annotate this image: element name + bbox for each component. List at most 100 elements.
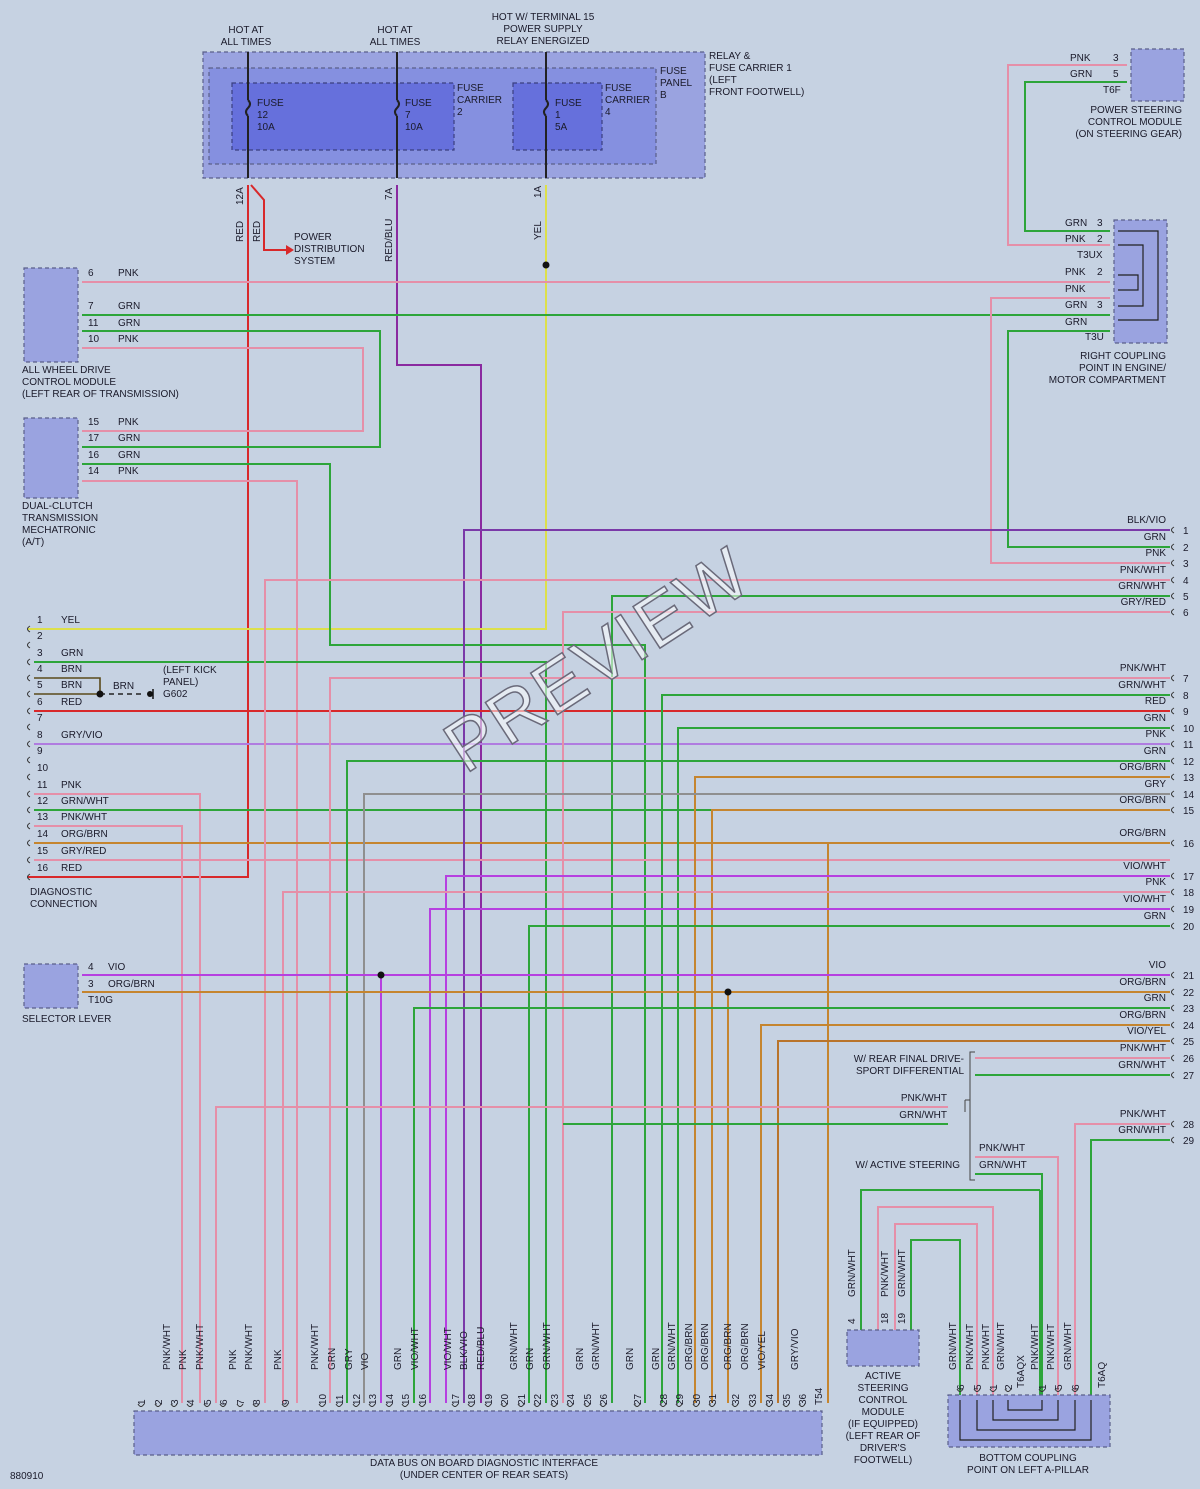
terminal-mark (1171, 674, 1175, 682)
bus-pin-color: GRN/WHT (542, 1322, 553, 1370)
svg-text:11: 11 (88, 318, 99, 329)
terminal-mark (782, 1403, 790, 1407)
terminal-mark (731, 1403, 739, 1407)
selector-lever-box (23, 963, 79, 1009)
right-pin-number: 14 (1183, 790, 1195, 801)
svg-text:PNK: PNK (118, 268, 139, 279)
diag-pin-color: ORG/BRN (61, 829, 108, 840)
terminal-mark (27, 740, 31, 748)
diag-pin-number: 3 (37, 648, 43, 659)
bcp-pin-labels: 6GRN/WHT5PNK/WHT1PNK/WHT2GRN/WHT1PNK/WHT… (948, 1322, 1108, 1392)
bus-pin-number: 9 (281, 1399, 292, 1405)
right-pin-color: PNK (1145, 548, 1166, 559)
dct-pins: 15 PNK 17 GRN 16 GRN 14 PNK (88, 417, 140, 477)
terminal-mark (1171, 922, 1175, 930)
terminal-mark (633, 1403, 641, 1407)
terminal-mark (335, 1403, 343, 1407)
right-pin-number: 3 (1183, 559, 1189, 570)
terminal-mark (1004, 1388, 1012, 1392)
terminal-mark (1171, 806, 1175, 814)
terminal-mark (1171, 905, 1175, 913)
svg-text:FUSE: FUSE (605, 83, 632, 94)
bus-connector-name: T54 (814, 1387, 825, 1405)
rcp-grn-to-pin2 (1007, 330, 1170, 548)
right-pin-color: VIO/WHT (1123, 894, 1166, 905)
diag-brn-wire (34, 677, 101, 695)
svg-text:2: 2 (1097, 234, 1103, 245)
dct-title: DUAL-CLUTCH TRANSMISSION MECHATRONIC (A/… (22, 501, 98, 548)
svg-text:TRANSMISSION: TRANSMISSION (22, 513, 98, 524)
terminal-mark (1171, 740, 1175, 748)
terminal-mark (1171, 839, 1175, 847)
terminal-mark (1171, 592, 1175, 600)
terminal-mark (1171, 888, 1175, 896)
right-pin-color: GRN/WHT (1118, 1060, 1166, 1071)
terminal-mark (659, 1403, 667, 1407)
bus-pin-color: ORG/BRN (684, 1323, 695, 1370)
right-pin8-wire (661, 694, 1170, 1403)
terminal-mark (219, 1403, 227, 1407)
right-pin15-wire (711, 809, 1170, 1403)
svg-text:ACTIVE: ACTIVE (865, 1371, 901, 1382)
terminal-mark (27, 641, 31, 649)
terminal-mark (203, 1403, 211, 1407)
svg-text:1: 1 (555, 110, 561, 121)
right-pin-color: GRN (1144, 713, 1166, 724)
psm-grn-wire (1024, 81, 1127, 232)
right-pin-color: ORG/BRN (1119, 795, 1166, 806)
power-dist-arrow (286, 245, 294, 255)
diag-pnk11-wire (34, 793, 201, 1403)
diag-pin-color: RED (61, 697, 82, 708)
bcp-pin-number: 5 (973, 1384, 984, 1390)
right-pin-color: ORG/BRN (1119, 977, 1166, 988)
terminal-mark (1171, 1136, 1175, 1144)
svg-text:T10G: T10G (88, 995, 113, 1006)
terminal-mark (1171, 872, 1175, 880)
svg-text:DUAL-CLUTCH: DUAL-CLUTCH (22, 501, 93, 512)
svg-text:(LEFT KICK: (LEFT KICK (163, 665, 217, 676)
right-pin5-wire (611, 595, 1170, 1403)
right-coupling-internal (1118, 230, 1159, 321)
diag-pin-number: 12 (37, 796, 49, 807)
svg-text:GRN: GRN (118, 301, 140, 312)
diag-pin-number: 16 (37, 863, 49, 874)
terminal-mark (484, 1403, 492, 1407)
terminal-mark (27, 625, 31, 633)
right-pin-color: PNK (1145, 877, 1166, 888)
terminal-mark (467, 1403, 475, 1407)
bcp-pin-number: 1 (1038, 1384, 1049, 1390)
diag-pin-color: BRN (61, 664, 82, 675)
right-pin-color: GRY/RED (1121, 597, 1166, 608)
terminal-mark (27, 873, 31, 881)
svg-text:2: 2 (457, 107, 463, 118)
svg-text:GRN: GRN (1065, 317, 1087, 328)
svg-text:RELAY ENERGIZED: RELAY ENERGIZED (497, 36, 590, 47)
svg-text:5: 5 (1113, 69, 1119, 80)
data-bus-box (133, 1410, 823, 1456)
right-pin-number: 21 (1183, 971, 1195, 982)
svg-text:T3U: T3U (1085, 332, 1104, 343)
terminal-mark (675, 1403, 683, 1407)
svg-text:GRN: GRN (1065, 218, 1087, 229)
psm-pins: PNK 3 GRN 5 T6F (1070, 53, 1121, 96)
svg-text:2: 2 (1097, 267, 1103, 278)
right-pin-number: 8 (1183, 691, 1189, 702)
svg-text:3: 3 (88, 979, 94, 990)
fuse-1-wire-label: YEL (533, 221, 544, 240)
svg-text:FUSE: FUSE (555, 98, 582, 109)
svg-text:10A: 10A (405, 122, 423, 133)
bus-pin-color: ORG/BRN (723, 1323, 734, 1370)
bus-title: DATA BUS ON BOARD DIAGNOSTIC INTERFACE (… (370, 1458, 598, 1481)
bus-pin-color: GRN (327, 1348, 338, 1370)
terminal-mark (27, 658, 31, 666)
svg-text:16: 16 (88, 450, 100, 461)
terminal-mark (1171, 526, 1175, 534)
svg-text:10: 10 (88, 334, 100, 345)
right-pin-number: 19 (1183, 905, 1195, 916)
terminal-mark (1171, 707, 1175, 715)
bus-pin-color: PNK (228, 1349, 239, 1370)
relay-carrier-label: RELAY & FUSE CARRIER 1 (LEFT FRONT FOOTW… (709, 51, 804, 98)
terminal-mark (318, 1403, 326, 1407)
right-pin25-wire (777, 1040, 1170, 1403)
